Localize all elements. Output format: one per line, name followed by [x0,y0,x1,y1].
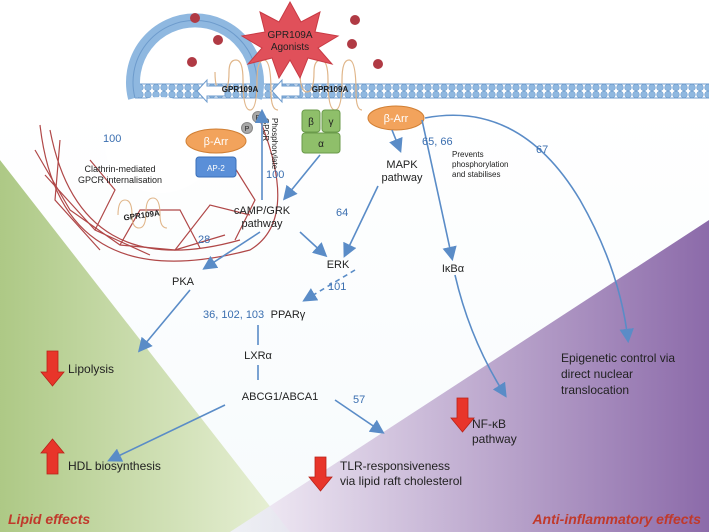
receptor-left-label: GPR109A [222,85,259,94]
lipolysis-down-arrow-icon [40,350,65,387]
hdl-biosynthesis-node: HDL biosynthesis [68,459,161,473]
gamma-label: γ [329,117,334,128]
ppar-gamma-node: PPARγ [271,309,306,321]
receptor-left-helices [214,59,279,111]
ap2-label: AP-2 [207,164,225,173]
ap2-complex [195,156,237,178]
ref-67: 67 [536,144,548,156]
anti-inflammatory-effects-label: Anti-inflammatory effects [531,511,701,527]
internalisation-arrow-left [196,78,226,104]
abcg1-abca1-node: ABCG1/ABCA1 [242,391,318,403]
ref-100-phosphorylate: 100 [266,169,284,181]
ref-36-102-103: 36, 102, 103 [203,309,264,321]
phosphorylate-label: PhosphorylateGPCR [261,118,279,170]
phosphate-label: P [245,126,250,133]
g-protein-alpha [301,132,341,154]
beta-arrestin-left-label: β-Arr [204,136,229,148]
phosphate-label: P [256,115,261,122]
clathrin-coat [34,119,279,262]
g-protein-beta [301,109,321,133]
ref-64: 64 [336,207,348,219]
lipid-effects-label: Lipid effects [8,511,90,527]
agonist-star-icon [240,0,340,80]
internalisation-arrow-right [271,78,301,104]
nfkb-down-arrow-icon [450,397,475,433]
phosphate-icon [241,122,253,134]
pka-node: PKA [172,276,195,288]
receptor-right-helices [299,59,363,111]
ikba-node: IκBα [442,263,465,275]
ref-100-clathrin: 100 [103,133,121,145]
ref-57: 57 [353,394,365,406]
g-protein-gamma [321,109,341,133]
beta-arrestin-right [367,105,425,131]
ref-65-66: 65, 66 [422,136,453,148]
agonist-molecules [187,13,383,69]
erk-node: ERK [327,259,350,271]
internalised-receptor [117,197,168,229]
pathway-arrows [107,108,634,462]
ref-28: 28 [198,234,210,246]
beta-label: β [308,117,314,128]
hdl-up-arrow-icon [40,438,65,475]
lipolysis-node: Lipolysis [68,362,114,376]
lxr-alpha-node: LXRα [244,350,272,362]
beta-arrestin-left [185,128,247,154]
ref-101: 101 [328,281,346,293]
receptor-right-label: GPR109A [312,85,349,94]
alpha-label: α [318,139,324,150]
beta-arrestin-right-label: β-Arr [384,113,409,125]
tlr-down-arrow-icon [308,456,333,492]
central-region [0,110,709,532]
